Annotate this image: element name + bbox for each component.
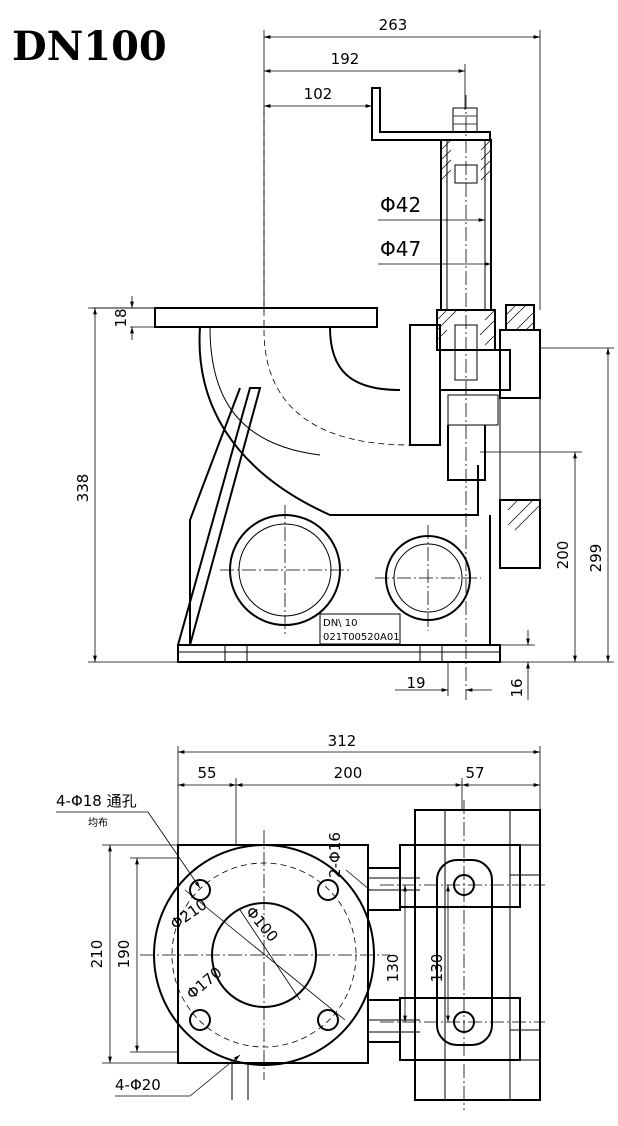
dim-263-label: 263 <box>379 16 408 34</box>
dim-263: 263 <box>263 16 541 310</box>
dim-dia-42: Φ42 <box>378 193 485 222</box>
dim-338-label: 338 <box>74 474 92 503</box>
bolt-head <box>452 107 478 133</box>
dim-210-top: 210 <box>88 844 178 1064</box>
clamp-upper <box>399 844 521 908</box>
note-base-holes: 4-Φ20 <box>115 1054 249 1100</box>
dim-200-top-label: 200 <box>334 764 363 782</box>
dim-130a-label: 130 <box>384 954 402 983</box>
dim-130b: 130 <box>428 885 450 1022</box>
dim-312-label: 312 <box>328 732 357 750</box>
dim-299: 299 <box>540 347 614 663</box>
dim-190-label: 190 <box>115 940 133 969</box>
dim-192: 192 <box>264 50 466 110</box>
dim-190: 190 <box>115 857 178 1053</box>
dim-16: 16 <box>500 630 535 700</box>
clamp-lower <box>399 997 521 1061</box>
side-flange-top <box>499 329 541 399</box>
dim-dia-210-label: Φ210 <box>167 895 210 933</box>
dim-130a: 130 <box>384 885 407 1022</box>
dim-dia-47-label: Φ47 <box>380 237 421 261</box>
top-flange <box>154 307 378 328</box>
nameplate <box>319 613 401 645</box>
nameplate-line2: 021T00520A01 <box>323 632 400 643</box>
arm-upper <box>367 867 401 911</box>
dim-19-label: 19 <box>406 674 425 692</box>
note-holes: 4-Φ18 通孔 均布 <box>56 792 201 889</box>
dim-338: 338 <box>74 307 178 663</box>
dim-19: 19 <box>395 662 492 696</box>
dim-192-label: 192 <box>331 50 360 68</box>
dim-200-side: 200 <box>480 451 582 663</box>
dim-210-top-label: 210 <box>88 940 106 969</box>
linkage-plate <box>436 859 493 1046</box>
dim-16-label: 16 <box>508 678 526 697</box>
note-holes-label2: 均布 <box>88 817 108 829</box>
side-flange-bottom <box>499 499 541 569</box>
bolt-hole-tl <box>189 879 211 901</box>
clamp-block <box>409 324 441 446</box>
side-view: 263 192 102 <box>74 16 614 700</box>
tube-cap-hatch <box>440 139 492 181</box>
bolt-hole-br <box>317 1009 339 1031</box>
dim-55-label: 55 <box>197 764 216 782</box>
dim-200-side-label: 200 <box>554 541 572 570</box>
note-holes-label: 4-Φ18 通孔 <box>56 792 137 810</box>
top-view: 312 55 200 57 4-Φ18 通孔 均布 2-Φ16 <box>56 732 545 1110</box>
elbow-inner <box>329 326 401 391</box>
dim-dia-100-label: Φ100 <box>242 903 282 946</box>
dim-row-55-200-57: 55 200 57 <box>178 764 540 845</box>
bracket <box>371 87 491 141</box>
arm-lower <box>367 999 401 1043</box>
drawing-title: DN100 <box>12 23 167 70</box>
elbow-outer <box>198 326 479 516</box>
dim-18-label: 18 <box>112 308 130 327</box>
nameplate-line1: DN\ 10 <box>323 618 357 629</box>
dim-102-label: 102 <box>304 85 333 103</box>
bolt-hole-tr <box>317 879 339 901</box>
dim-130b-label: 130 <box>428 954 446 983</box>
dim-102: 102 <box>264 85 372 108</box>
dim-dia-42-label: Φ42 <box>380 193 421 217</box>
dim-18: 18 <box>92 296 155 340</box>
note-base-holes-label: 4-Φ20 <box>115 1076 161 1094</box>
bolt-hole-bl <box>189 1009 211 1031</box>
base-plate <box>177 644 501 663</box>
dim-299-label: 299 <box>587 544 605 573</box>
dim-57-label: 57 <box>465 764 484 782</box>
dim-dia-47: Φ47 <box>378 237 491 266</box>
dim-312: 312 <box>177 732 541 845</box>
